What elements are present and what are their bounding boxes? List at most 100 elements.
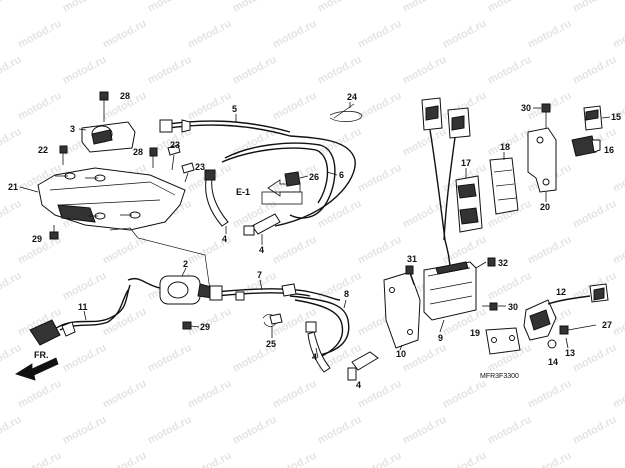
callout-3: 3 [70,124,75,134]
callout-7: 7 [257,270,262,280]
watermark-text: motod.ru [356,450,404,468]
high-tension-cord-5 [159,119,291,137]
watermark-text: motod.ru [401,414,449,447]
front-label: FR. [34,350,49,360]
watermark-text: motod.ru [186,450,234,468]
plug-cap-4-lower-right [347,351,379,381]
callout-4a: 4 [222,234,227,244]
coil-bracket-assembly [37,167,211,291]
bolt-29-left [49,225,59,240]
sub-harness-11 [29,284,131,346]
watermark-text: motod.ru [356,162,404,195]
callout-28a: 28 [120,91,130,101]
watermark-text: motod.ru [0,270,24,303]
watermark-text: motod.ru [0,126,24,159]
watermark-text: motod.ru [486,414,534,447]
diagram-code: MFR3F3300 [480,373,519,380]
bolt-22 [59,145,68,165]
watermark-text: motod.ru [356,90,404,123]
callout-23b: 23 [195,162,205,172]
screw-27 [559,324,597,335]
callout-6: 6 [339,170,344,180]
watermark-text: motod.ru [186,90,234,123]
bolt-31 [405,265,415,286]
callout-28b: 28 [133,147,143,157]
watermark-text: motod.ru [16,378,64,411]
bolt-29-lower [182,321,192,330]
bracket-19 [485,327,521,355]
callout-31: 31 [407,254,417,264]
clip-23-lower [181,162,195,183]
watermark-text: motod.ru [611,306,625,339]
watermark-text: motod.ru [186,378,234,411]
watermark-text: motod.ru [0,0,24,15]
watermark-text: motod.ru [571,198,619,231]
washer-14 [547,339,557,349]
watermark-text: motod.ru [16,18,64,51]
callout-4d: 4 [356,380,361,390]
watermark-text: motod.ru [611,234,625,267]
ignition-coil-3 [81,91,136,153]
watermark-text: motod.ru [441,450,489,468]
callout-18: 18 [500,142,510,152]
watermark-text: motod.ru [101,18,149,51]
callout-4c: 4 [312,352,317,362]
callout-23a: 23 [170,140,180,150]
callout-10: 10 [396,349,406,359]
watermark-text: motod.ru [401,54,449,87]
module-18 [489,157,519,215]
watermark-text: motod.ru [231,54,279,87]
watermark-text: motod.ru [271,450,319,468]
watermark-text: motod.ru [316,0,364,15]
high-tension-cord-6 [221,135,356,227]
watermark-text: motod.ru [271,18,319,51]
watermark-text: motod.ru [146,0,194,15]
connector-26 [284,171,309,187]
watermark-text: motod.ru [401,0,449,15]
watermark-text: motod.ru [316,270,364,303]
watermark-text: motod.ru [316,414,364,447]
bracket-20 [527,103,557,193]
watermark-text: motod.ru [611,162,625,195]
watermark-text: motod.ru [526,234,574,267]
watermark-text: motod.ru [101,378,149,411]
callout-5: 5 [232,104,237,114]
clip-25 [262,313,283,327]
ecu-9 [423,261,477,321]
watermark-text: motod.ru [0,414,24,447]
callout-9: 9 [438,333,443,343]
module-17 [455,175,483,233]
watermark-text: motod.ru [611,378,625,411]
watermark-text: motod.ru [611,18,625,51]
callout-21: 21 [8,182,18,192]
reference-e1 [261,179,303,205]
ignition-coil-2 [127,267,216,305]
watermark-text: motod.ru [231,126,279,159]
watermark-text: motod.ru [61,54,109,87]
callout-8: 8 [344,289,349,299]
plug-cap-4-left [204,169,229,227]
bolt-30-right [482,302,498,311]
watermark-text: motod.ru [571,54,619,87]
watermark-text: motod.ru [441,18,489,51]
watermark-text: motod.ru [146,414,194,447]
watermark-text: motod.ru [316,54,364,87]
watermark-text: motod.ru [101,450,149,468]
bolt-32 [475,257,496,269]
callout-13: 13 [565,348,575,358]
watermark-text: motod.ru [231,414,279,447]
watermark-text: motod.ru [356,234,404,267]
front-arrow [15,357,59,381]
watermark-text: motod.ru [571,342,619,375]
watermark-text: motod.ru [611,450,625,468]
callout-19: 19 [470,328,480,338]
watermark-text: motod.ru [356,18,404,51]
callout-25: 25 [266,339,276,349]
watermark-text: motod.ru [0,342,24,375]
watermark-text: motod.ru [16,90,64,123]
callout-2: 2 [183,259,188,269]
watermark-text: motod.ru [61,0,109,15]
callout-32: 32 [498,258,508,268]
watermark-text: motod.ru [526,450,574,468]
